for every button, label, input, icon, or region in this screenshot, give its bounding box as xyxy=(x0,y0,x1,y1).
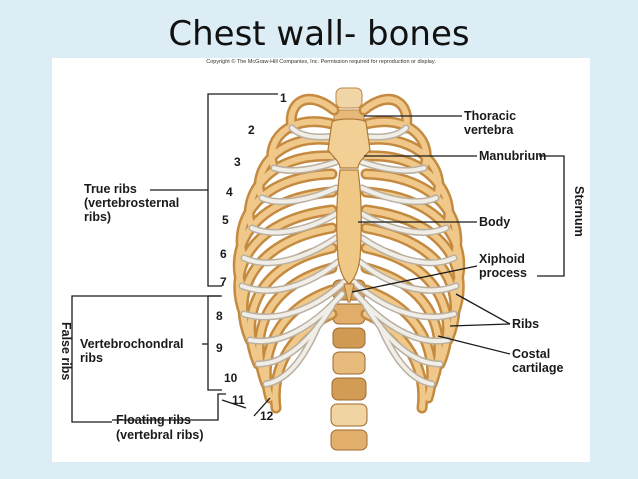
costal-cartilages xyxy=(238,124,460,388)
rib-number-7: 7 xyxy=(220,275,227,289)
label-true-ribs-1: True ribs xyxy=(84,182,137,196)
rib-number-11: 11 xyxy=(232,393,245,407)
label-cartilage: cartilage xyxy=(512,361,563,375)
slide-title: Chest wall- bones xyxy=(168,14,470,54)
rib-number-5: 5 xyxy=(222,213,229,227)
manubrium xyxy=(327,118,371,169)
lower-vertebrae xyxy=(330,279,368,451)
rib-cage-diagram: 1 2 3 4 5 6 7 8 9 10 11 12 Thoracic vert… xyxy=(59,87,586,451)
label-floating-ribs-2: (vertebral ribs) xyxy=(116,428,204,442)
label-manubrium: Manubrium xyxy=(479,149,546,163)
rib-number-9: 9 xyxy=(216,341,223,355)
rib-number-12: 12 xyxy=(260,409,274,423)
rib-number-3: 3 xyxy=(234,155,241,169)
leader-lines xyxy=(71,93,565,423)
rib-number-1: 1 xyxy=(280,91,287,105)
label-true-ribs-3: ribs) xyxy=(84,210,111,224)
label-body: Body xyxy=(479,215,510,229)
copyright-notice: Copyright © The McGraw-Hill Companies, I… xyxy=(206,59,436,65)
label-vertebrochondral-2: ribs xyxy=(80,351,103,365)
figure-panel: Copyright © The McGraw-Hill Companies, I… xyxy=(52,58,590,462)
rib-numbers: 1 2 3 4 5 6 7 8 9 10 11 12 xyxy=(216,91,287,423)
label-true-ribs-2: (vertebrosternal xyxy=(84,196,179,210)
sternum xyxy=(327,118,371,303)
vertebral-column xyxy=(330,87,368,451)
rib-number-8: 8 xyxy=(216,309,223,323)
label-costal: Costal xyxy=(512,347,550,361)
rib-number-10: 10 xyxy=(224,371,238,385)
rib-number-6: 6 xyxy=(220,247,227,261)
label-ribs: Ribs xyxy=(512,317,539,331)
rib-number-4: 4 xyxy=(226,185,233,199)
label-sternum: Sternum xyxy=(572,186,586,237)
left-labels: True ribs (vertebrosternal ribs) Vertebr… xyxy=(59,182,204,442)
rib-number-2: 2 xyxy=(248,123,255,137)
xiphoid xyxy=(343,283,355,303)
label-vertebrochondral-1: Vertebrochondral xyxy=(80,337,184,351)
label-vertebra: vertebra xyxy=(464,123,514,137)
label-process: process xyxy=(479,266,527,280)
sternum-body xyxy=(336,169,362,285)
label-false-ribs: False ribs xyxy=(59,322,73,380)
label-thoracic: Thoracic xyxy=(464,109,516,123)
label-floating-ribs-1: Floating ribs xyxy=(116,413,191,427)
right-labels: Thoracic vertebra Manubrium Body Xiphoid… xyxy=(464,109,586,375)
label-xiphoid: Xiphoid xyxy=(479,252,525,266)
